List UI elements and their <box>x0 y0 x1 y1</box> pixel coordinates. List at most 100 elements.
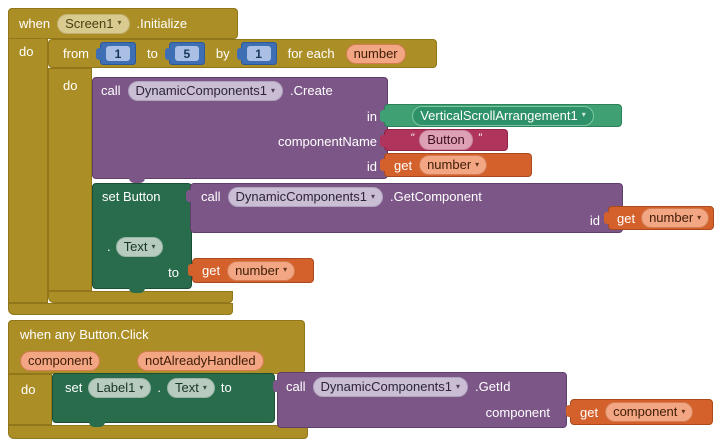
do-label: do <box>63 78 78 93</box>
set-button-property-block[interactable]: set Button . Text ▾ to <box>92 183 192 293</box>
number-field[interactable]: 1 <box>106 46 130 61</box>
variable-dropdown[interactable]: number ▾ <box>641 208 710 228</box>
component-dropdown[interactable]: DynamicComponents1 ▾ <box>312 377 469 397</box>
id-param-label: id <box>589 213 600 228</box>
get-label: get <box>580 404 599 420</box>
vertical-scroll-arrangement-block[interactable]: VerticalScrollArrangement1 ▾ <box>380 104 622 127</box>
dropdown-arrow-icon: ▾ <box>475 159 480 169</box>
plug-tab <box>236 48 243 60</box>
method-name-label: .Create <box>290 83 333 98</box>
when-screen-left-wall[interactable]: do <box>8 38 48 303</box>
for-each-label: for each <box>287 46 335 61</box>
get-label: get <box>394 157 413 173</box>
dropdown-arrow-icon: ▾ <box>202 382 207 392</box>
call-label: call <box>286 379 306 394</box>
id-param-label: id <box>366 159 377 174</box>
call-getid-header: call DynamicComponents1 ▾ .GetId <box>286 377 510 397</box>
string-value-field[interactable]: Button <box>419 130 473 150</box>
dropdown-arrow-icon: ▾ <box>283 265 288 274</box>
from-label: from <box>63 46 89 61</box>
method-name-label: .GetComponent <box>390 189 482 204</box>
dropdown-arrow-icon: ▾ <box>139 382 144 392</box>
call-create-header: call DynamicComponents1 ▾ .Create <box>101 81 333 101</box>
call-getid-block[interactable]: call DynamicComponents1 ▾ .GetId compone… <box>273 372 567 428</box>
variable-dropdown[interactable]: number ▾ <box>419 155 488 175</box>
property-dropdown[interactable]: Text ▾ <box>167 378 215 398</box>
open-quote: " <box>410 132 415 144</box>
method-name-label: .GetId <box>475 379 511 394</box>
dot-label: . <box>157 380 162 395</box>
get-label: get <box>617 210 636 226</box>
plug-tab <box>164 48 171 60</box>
component-dropdown[interactable]: DynamicComponents1 ▾ <box>227 187 384 207</box>
get-number-block[interactable]: get number ▾ <box>604 206 714 230</box>
set-label-row: set Label1 ▾ . Text ▾ to <box>65 378 232 398</box>
plug-tab <box>604 212 610 224</box>
set-label: set <box>65 380 83 395</box>
to-label: to <box>147 46 158 61</box>
number-block-step[interactable]: 1 <box>236 42 277 65</box>
component-dropdown[interactable]: Label1 ▾ <box>88 378 152 398</box>
event-title-label: when any Button.Click <box>20 327 149 342</box>
dropdown-arrow-icon: ▾ <box>697 212 702 222</box>
event-param-component-pill[interactable]: component <box>20 351 101 371</box>
call-create-block[interactable]: call DynamicComponents1 ▾ .Create in com… <box>92 77 388 183</box>
when-screen-initialize-block[interactable]: when Screen1 ▾ .Initialize <box>8 8 238 39</box>
text-string-block[interactable]: " Button " <box>380 129 508 151</box>
variable-dropdown[interactable]: number ▾ <box>227 260 296 281</box>
to-label: to <box>220 380 232 395</box>
set-label-text-block[interactable]: set Label1 ▾ . Text ▾ to <box>52 373 275 427</box>
component-param-label: component <box>485 405 550 420</box>
plug-tab <box>96 48 102 60</box>
by-label: by <box>215 46 230 61</box>
number-block-start[interactable]: 1 <box>96 42 136 65</box>
call-getcomponent-header: call DynamicComponents1 ▾ .GetComponent <box>201 187 482 207</box>
when-click-bottom-bar[interactable] <box>8 425 308 439</box>
call-label: call <box>201 189 221 204</box>
component-dropdown[interactable]: DynamicComponents1 ▾ <box>127 81 284 101</box>
for-range-block[interactable]: from 1 to 5 by 1 for each number <box>48 39 437 68</box>
set-button-label: set Button <box>102 189 161 204</box>
plug-tab <box>188 264 194 276</box>
number-field[interactable]: 5 <box>174 46 199 61</box>
get-label: get <box>202 263 221 278</box>
do-label: do <box>19 44 34 59</box>
plug-tab <box>186 190 192 202</box>
plug-tab <box>566 405 572 417</box>
when-click-left-wall[interactable]: do <box>8 374 52 425</box>
dropdown-arrow-icon: ▾ <box>681 406 686 416</box>
dropdown-arrow-icon: ▾ <box>456 381 461 391</box>
plug-tab <box>380 159 386 171</box>
plug-tab <box>380 110 386 122</box>
componentname-param-label: componentName <box>278 134 377 149</box>
arrangement-dropdown[interactable]: VerticalScrollArrangement1 ▾ <box>412 105 594 126</box>
loop-variable-pill[interactable]: number <box>345 43 406 64</box>
when-label: when <box>19 16 51 31</box>
event-name-label: .Initialize <box>136 16 188 31</box>
call-getcomponent-block[interactable]: call DynamicComponents1 ▾ .GetComponent … <box>186 183 623 233</box>
number-field[interactable]: 1 <box>246 46 271 61</box>
for-range-left-wall[interactable]: do <box>48 68 92 291</box>
bottom-connector-tab <box>129 177 145 183</box>
get-number-block[interactable]: get number ▾ <box>380 153 532 177</box>
event-param-nothandled-pill[interactable]: notAlreadyHandled <box>137 351 264 371</box>
plug-tab <box>380 135 386 147</box>
to-label: to <box>168 265 179 280</box>
property-dropdown[interactable]: Text ▾ <box>115 237 164 257</box>
do-label: do <box>21 382 36 397</box>
when-screen-bottom-bar[interactable] <box>8 303 233 315</box>
get-component-variable-block[interactable]: get component ▾ <box>566 399 713 425</box>
when-any-button-click-block[interactable]: when any Button.Click component notAlrea… <box>8 320 305 374</box>
dropdown-arrow-icon: ▾ <box>371 191 376 201</box>
plug-tab <box>273 380 279 392</box>
property-row: . Text ▾ <box>107 237 164 257</box>
variable-dropdown[interactable]: component ▾ <box>605 402 694 422</box>
in-param-label: in <box>366 109 377 124</box>
number-block-end[interactable]: 5 <box>164 42 205 65</box>
dropdown-arrow-icon: ▾ <box>581 110 586 119</box>
dropdown-arrow-icon: ▾ <box>271 85 276 95</box>
screen-dropdown[interactable]: Screen1 ▾ <box>57 13 130 34</box>
get-number-block[interactable]: get number ▾ <box>188 258 314 283</box>
close-quote: " <box>477 132 482 144</box>
